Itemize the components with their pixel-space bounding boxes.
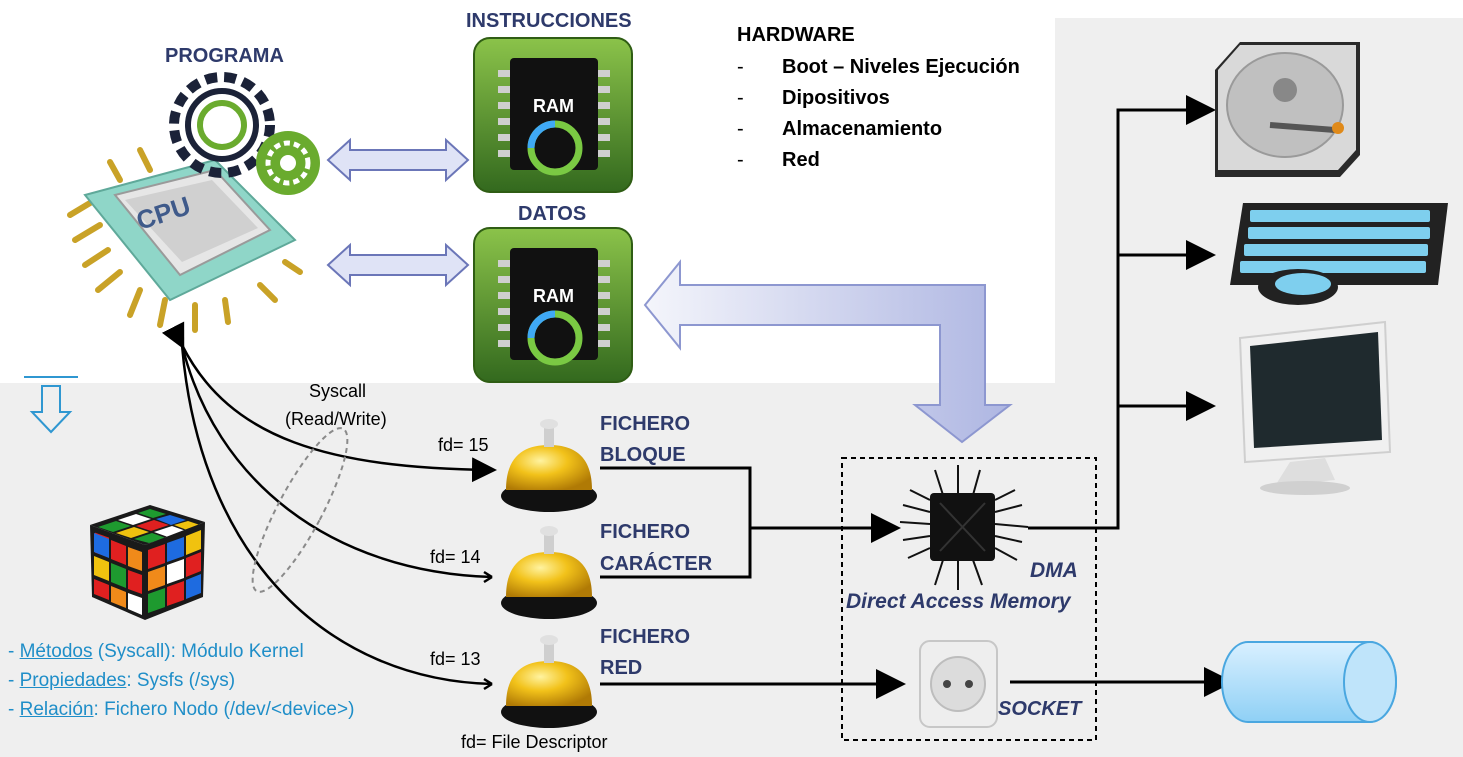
- list-bullet: -: [737, 87, 744, 109]
- syscall-ellipse: [251, 427, 349, 593]
- bell-icon: [501, 526, 597, 619]
- property-prefix: -: [8, 699, 20, 720]
- syscall-sublabel: (Read/Write): [285, 409, 387, 429]
- list-bullet: -: [737, 149, 744, 171]
- file-type-label: RED: [600, 657, 643, 679]
- fd-label: fd= 15: [438, 435, 489, 455]
- hardware-item: Boot – Niveles Ejecución: [782, 56, 1020, 78]
- fd-label: fd= 14: [430, 547, 481, 567]
- gear-icon: [169, 72, 320, 195]
- property-line: - Propiedades: Sysfs (/sys): [8, 670, 235, 692]
- property-term: Propiedades: [19, 670, 127, 691]
- property-prefix: -: [8, 641, 20, 662]
- property-prefix: -: [8, 670, 20, 691]
- property-text: : Fichero Nodo (/dev/<device>): [93, 699, 355, 720]
- dma-chip-icon: [899, 465, 1029, 590]
- dma-label: DMA: [1030, 559, 1078, 582]
- ram-chip-icon: [473, 37, 633, 193]
- hardware-item: Dipositivos: [782, 87, 890, 109]
- hardware-item: Almacenamiento: [782, 118, 943, 140]
- ram-chip-icon: [473, 227, 633, 383]
- file-type-label: FICHERO: [600, 626, 690, 648]
- syscall-arrows: [161, 321, 497, 691]
- hard-disk-icon: [1215, 42, 1360, 177]
- property-term: Relación: [19, 699, 94, 720]
- file-connectors: [600, 466, 906, 699]
- keyboard-mouse-icon: [1230, 203, 1448, 305]
- instrucciones-label: INSTRUCCIONES: [466, 10, 632, 32]
- ram-label: RAM: [533, 286, 574, 306]
- file-type-label: FICHERO: [600, 413, 690, 435]
- dma-data-block-arrow: [643, 259, 1013, 444]
- syscall-label: Syscall: [309, 381, 367, 401]
- ram-label: RAM: [533, 96, 574, 116]
- dma-hardware-connectors: [1010, 95, 1234, 697]
- down-arrow-icon: [24, 376, 78, 434]
- fd-label: fd= 13: [430, 649, 481, 669]
- file-type-label: BLOQUE: [600, 444, 686, 466]
- kernel-dashed-box: [841, 457, 1097, 741]
- property-line: - Métodos (Syscall): Módulo Kernel: [8, 641, 304, 663]
- bell-icon: [501, 419, 597, 512]
- fd-caption: fd= File Descriptor: [461, 732, 608, 752]
- monitor-icon: [1238, 320, 1392, 495]
- property-line: - Relación: Fichero Nodo (/dev/<device>): [8, 699, 354, 721]
- dma-full-label: Direct Access Memory: [846, 590, 1071, 613]
- list-bullet: -: [737, 118, 744, 140]
- datos-label: DATOS: [518, 203, 587, 225]
- socket-label: SOCKET: [998, 698, 1082, 720]
- file-type-label: FICHERO: [600, 521, 690, 543]
- property-text: : Sysfs (/sys): [126, 670, 236, 691]
- list-bullet: -: [737, 56, 744, 78]
- property-text: (Syscall): Módulo Kernel: [92, 641, 304, 662]
- double-arrow-instrucciones: [326, 137, 470, 183]
- property-term: Métodos: [19, 641, 93, 662]
- network-cylinder-icon: [1221, 641, 1397, 723]
- power-socket-icon: [919, 640, 998, 728]
- hardware-item: Red: [782, 149, 820, 171]
- file-type-label: CARÁCTER: [600, 553, 713, 575]
- bell-icon: [501, 635, 597, 728]
- programa-label: PROGRAMA: [165, 45, 284, 67]
- hardware-title: HARDWARE: [737, 24, 855, 46]
- double-arrow-datos: [326, 242, 470, 288]
- cpu-chip-icon: [67, 147, 303, 333]
- rubik-cube-icon: [90, 505, 205, 620]
